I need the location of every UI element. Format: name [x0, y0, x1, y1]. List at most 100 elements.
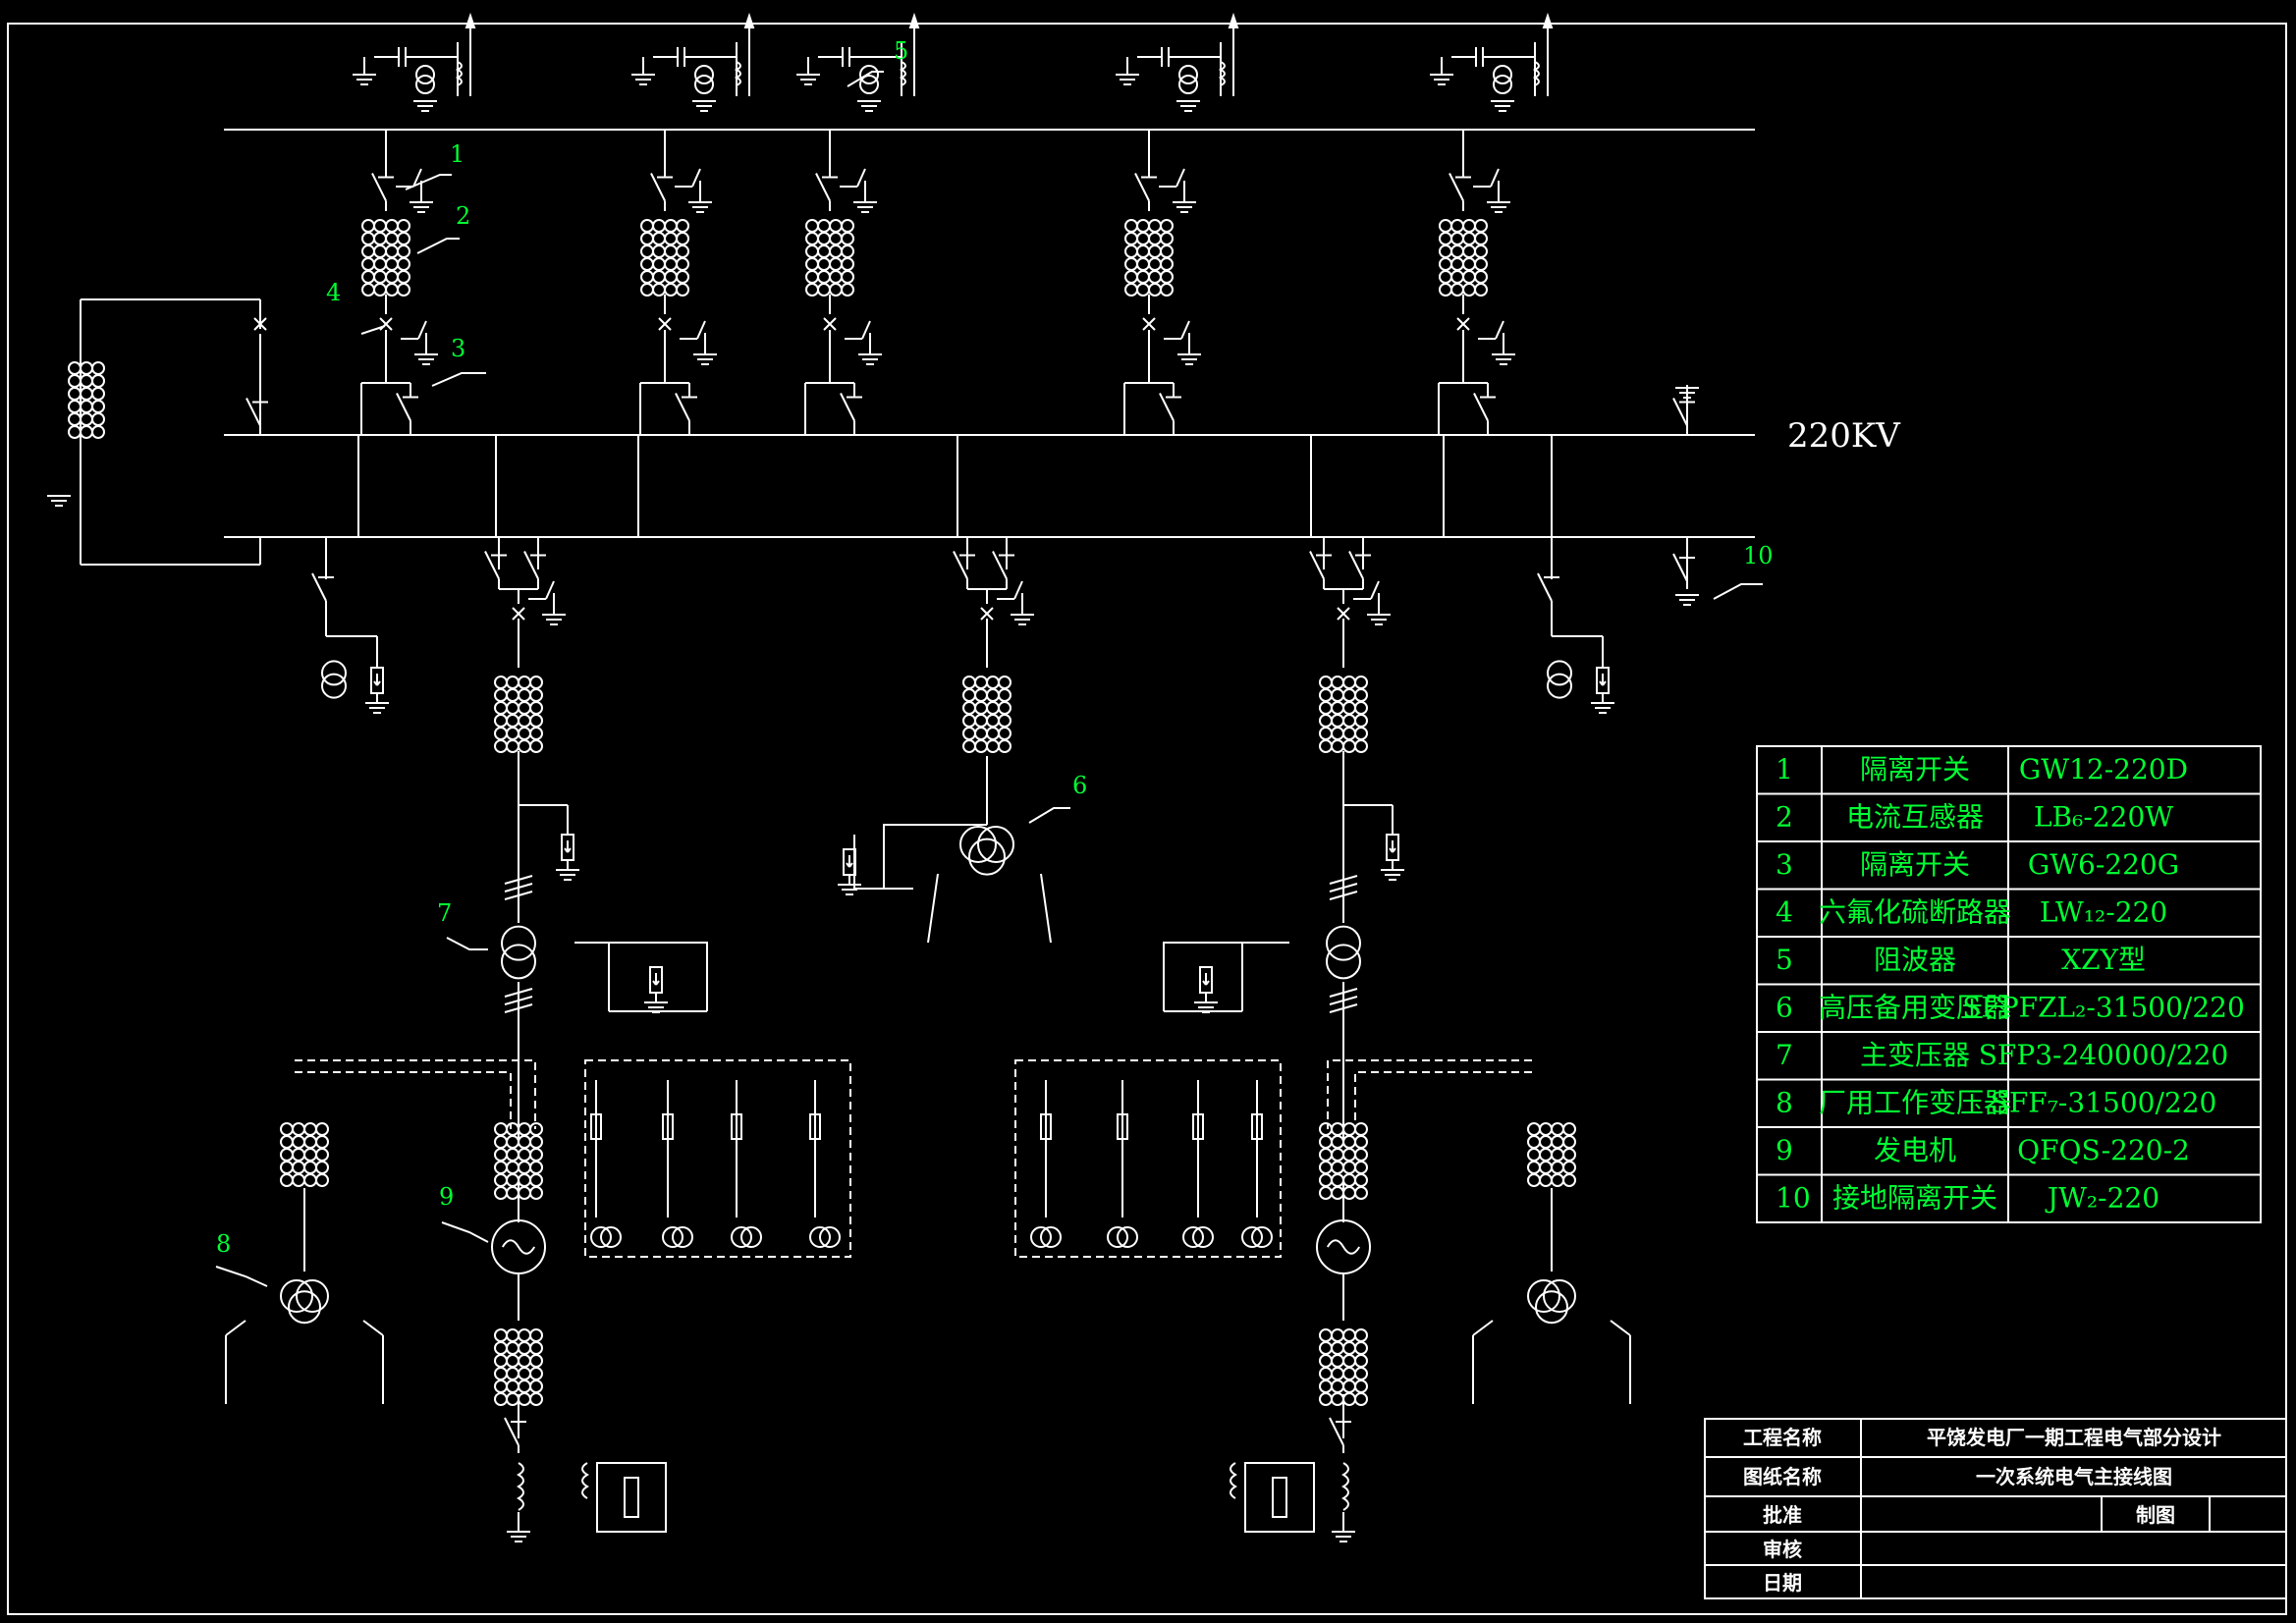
- voltage-transformer-symbol: [321, 660, 347, 699]
- grounding-switch-symbol: [845, 320, 871, 354]
- ground-symbol: [853, 201, 877, 213]
- line-bay: [639, 130, 689, 435]
- wave-trap-symbol: [642, 12, 755, 96]
- transformer-feeder: [498, 537, 539, 668]
- callout-1: 1: [450, 140, 465, 168]
- grounding-switch-symbol: [528, 580, 555, 615]
- ground-symbol: [365, 702, 389, 714]
- disconnector-symbol: [484, 545, 507, 589]
- title-block: [1704, 1418, 2287, 1599]
- ground-symbol: [692, 100, 716, 112]
- callout-leaders: [215, 71, 1763, 1287]
- ground-symbol: [1675, 387, 1699, 399]
- disconnector-symbol: [246, 393, 268, 435]
- parts-table-name: 隔离开关: [1860, 753, 1970, 785]
- ground-symbol: [1492, 353, 1515, 365]
- generator-symbol: [1316, 1219, 1371, 1274]
- disconnector-symbol: [1329, 1414, 1351, 1453]
- tb-approve-label: 批准: [1763, 1503, 1802, 1527]
- callout-4: 4: [326, 279, 341, 306]
- ground-symbol: [1675, 594, 1699, 606]
- disconnector-symbol: [1159, 383, 1181, 435]
- parts-table-name: 发电机: [1874, 1134, 1956, 1166]
- transformer-feeder: [1323, 537, 1364, 668]
- parts-table-name: 接地隔离开关: [1832, 1181, 1997, 1214]
- callout-3: 3: [451, 335, 465, 362]
- disconnector-symbol: [311, 569, 334, 609]
- ground-symbol: [1367, 614, 1391, 625]
- grounding-switch-symbol: [680, 320, 706, 354]
- grounding-switch-symbol: [401, 320, 427, 354]
- current-transformer-symbol: [494, 676, 543, 753]
- ground-symbol: [688, 201, 712, 213]
- callout-2: 2: [456, 202, 470, 230]
- generator-symbol: [491, 1219, 546, 1274]
- ground-symbol: [1430, 74, 1453, 85]
- parts-table-model: QFQS-220-2: [2017, 1134, 2190, 1166]
- ground-symbol: [1194, 1001, 1218, 1013]
- aux-bus-frame: [1014, 1059, 1282, 1258]
- parts-table-model: JW₂-220: [2045, 1181, 2159, 1214]
- ground-symbol: [1487, 201, 1510, 213]
- breaker-symbol: [658, 317, 672, 331]
- disconnector-symbol: [675, 383, 697, 435]
- ground-symbol: [414, 353, 438, 365]
- ground-symbol: [1332, 1531, 1355, 1542]
- parts-table-model: LB₆-220W: [2034, 800, 2173, 833]
- voltage-transformer-symbol: [1547, 660, 1572, 699]
- ground-symbol: [1591, 702, 1614, 714]
- ground-symbol: [796, 74, 820, 85]
- parts-table-no: 9: [1776, 1134, 1793, 1166]
- line-bay: [804, 130, 854, 435]
- ground-symbol: [1116, 74, 1139, 85]
- callout-9: 9: [439, 1183, 454, 1211]
- breaker-symbol: [253, 317, 267, 331]
- wave-trap-symbol: [363, 12, 476, 96]
- tb-review-label: 审核: [1763, 1538, 1802, 1561]
- parts-table-model: XZY型: [2061, 944, 2146, 976]
- parts-table-model: SFF₇-31500/220: [1991, 1086, 2217, 1118]
- disconnector-symbol: [1134, 173, 1157, 201]
- parts-table-no: 8: [1776, 1086, 1793, 1118]
- grounding-switch-symbol: [1164, 320, 1190, 354]
- current-transformer-symbol: [494, 1328, 543, 1406]
- breaker-symbol: [1337, 607, 1350, 621]
- wave-trap-symbol: [1441, 12, 1554, 96]
- current-transformer-symbol: [1124, 219, 1174, 297]
- ground-symbol: [507, 1531, 530, 1542]
- aux-bus-frame: [584, 1059, 851, 1258]
- station-transformer-symbol: [280, 1279, 329, 1325]
- parts-table-name: 高压备用变压器: [1819, 991, 2011, 1023]
- parts-table-no: 10: [1776, 1181, 1811, 1214]
- line-bay: [360, 130, 410, 435]
- ground-symbol: [410, 201, 433, 213]
- parts-table-model: GW12-220D: [2019, 753, 2188, 785]
- disconnector-symbol: [953, 545, 975, 589]
- parts-table-model: SFP3-240000/220: [1979, 1039, 2229, 1071]
- generator-unit: [1230, 751, 1394, 1533]
- current-transformer-symbol: [962, 676, 1011, 753]
- current-transformer-symbol: [1319, 1122, 1368, 1200]
- parts-table-no: 1: [1776, 753, 1793, 785]
- grounding-switch-symbol: [997, 580, 1023, 615]
- disconnector-symbol: [1473, 383, 1496, 435]
- tb-project-value: 平饶发电厂一期工程电气部分设计: [1927, 1426, 2221, 1449]
- ground-symbol: [858, 353, 882, 365]
- current-transformer-symbol: [361, 219, 410, 297]
- disconnector-symbol: [815, 173, 838, 201]
- parts-table-no: 5: [1776, 944, 1793, 976]
- parts-table-no: 6: [1776, 991, 1793, 1023]
- parts-table-no: 3: [1776, 848, 1793, 881]
- drawing-frame: [7, 23, 2287, 1615]
- ground-symbol: [693, 353, 717, 365]
- standby-transformer-symbol: [959, 826, 1014, 876]
- ground-symbol: [556, 869, 579, 881]
- callout-5: 5: [894, 37, 908, 65]
- main-transformer-symbol: [1326, 925, 1361, 980]
- ground-symbol: [47, 495, 71, 507]
- station-transformer: [1472, 1188, 1631, 1404]
- tb-drawing-value: 一次系统电气主接线图: [1976, 1465, 2172, 1488]
- parts-table-name: 阻波器: [1874, 944, 1956, 976]
- current-transformer-symbol: [805, 219, 854, 297]
